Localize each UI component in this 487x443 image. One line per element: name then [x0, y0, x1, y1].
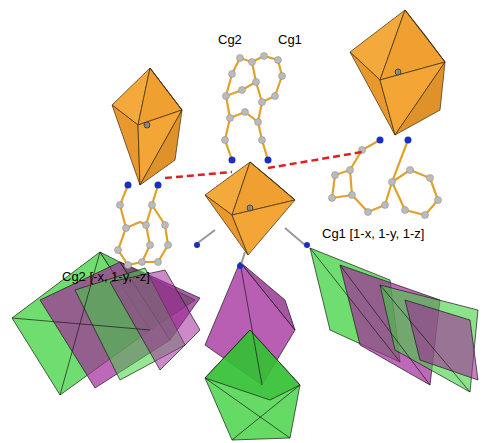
- ligand-center: [225, 56, 282, 160]
- c-atoms: [115, 202, 172, 269]
- polyhedra-left: [12, 252, 200, 395]
- ligand-left: [118, 185, 168, 265]
- octahedron-right: [350, 10, 445, 135]
- ligand-right: [332, 140, 438, 215]
- n-atoms: [125, 182, 162, 189]
- polyhedra-right: [310, 248, 478, 392]
- octahedron-center: [205, 162, 295, 255]
- n-atoms: [377, 137, 412, 144]
- n-atoms: [194, 242, 310, 269]
- polyhedra-center: [205, 262, 300, 440]
- bonds: [195, 228, 305, 268]
- c-atoms: [222, 53, 286, 144]
- label: Cg1: [278, 33, 302, 47]
- n-atoms: [229, 157, 272, 164]
- label: Cg2: [218, 33, 242, 47]
- pi-contact: [165, 152, 362, 178]
- label: Cg1 [1-x, 1-y, 1-z]: [322, 227, 424, 241]
- c-atoms: [329, 147, 442, 219]
- octahedron-left: [112, 68, 182, 185]
- label: Cg2 [-x, 1-y, -z]: [62, 270, 150, 284]
